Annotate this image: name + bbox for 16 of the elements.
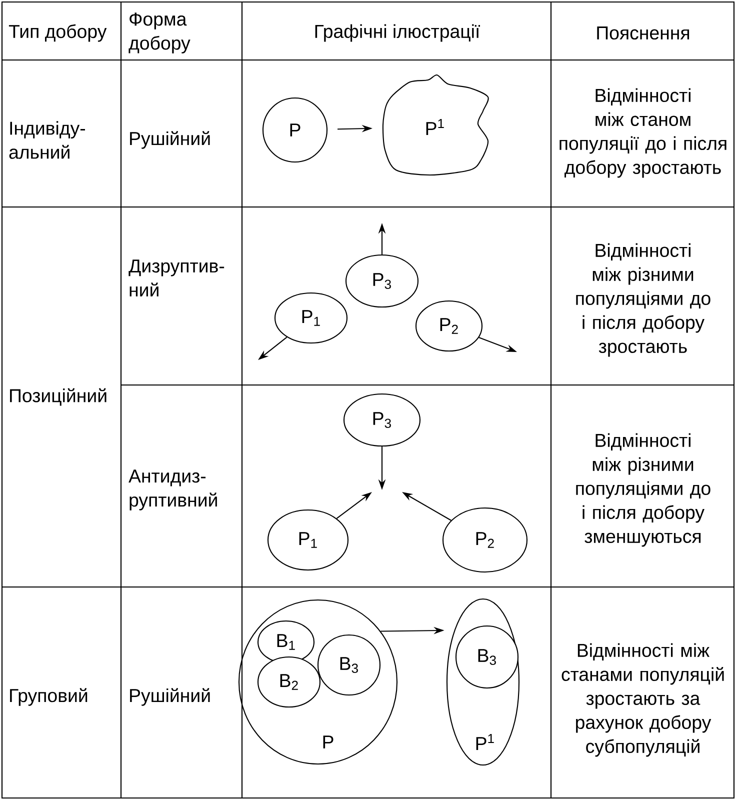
- column-header: Графічні ілюстрації: [315, 24, 480, 42]
- selection-form: Дизруптив-ний: [128, 260, 224, 296]
- explanation-text: Відмінності між різними популяціями до і після добору зменшуються: [576, 433, 710, 547]
- population-blob: P$^{1}$: [382, 74, 489, 176]
- selection-type: Індивіду-альний: [9, 121, 85, 159]
- selection-type: Позиційний: [10, 388, 106, 406]
- selection-form: Рушійний: [130, 688, 210, 706]
- selection-form: Антидиз-руптивний: [128, 470, 217, 510]
- explanation-text: Відмінності між станом популяції до і після добору зростають: [560, 88, 726, 178]
- explanation-text: Відмінності між різними популяціями до і після добору зростають: [576, 243, 710, 357]
- column-header: Пояснення: [597, 26, 690, 40]
- selection-type: Груповий: [10, 688, 88, 706]
- column-header: Форма добору: [128, 12, 190, 54]
- column-header: Тип добору: [8, 24, 107, 42]
- selection-form: Рушійний: [130, 131, 210, 149]
- explanation-text: Відмінності між станами популяцій зростають за рахунок добору субпопуляцій: [562, 643, 724, 757]
